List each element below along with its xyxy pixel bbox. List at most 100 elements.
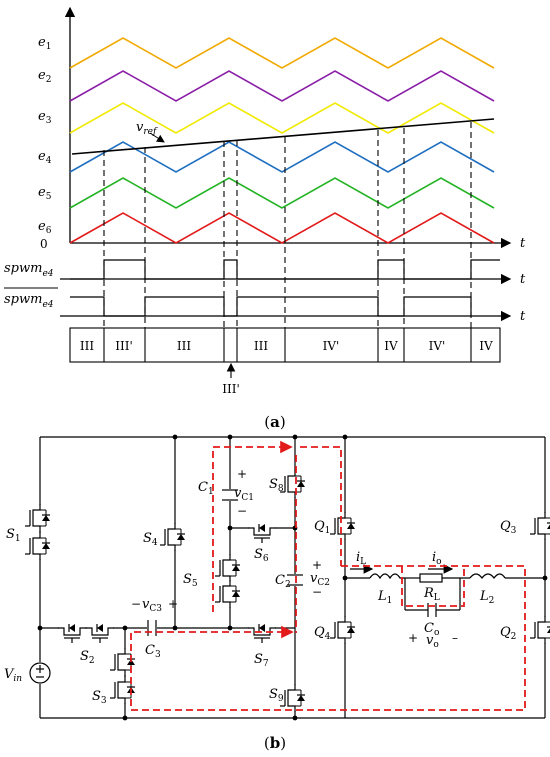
switch-s2-left <box>58 622 86 643</box>
signal-2-label: spwme4 <box>4 292 54 310</box>
junction <box>227 625 233 631</box>
label-s6: S6 <box>254 547 269 564</box>
switch-s4 <box>160 523 185 551</box>
carrier-labels: e1 e2 e3 e4 e5 e6 <box>38 35 52 236</box>
region-label: IV' <box>323 339 340 353</box>
load-resistor <box>419 573 443 583</box>
junction <box>292 434 298 440</box>
switch-s1-upper-diode <box>42 515 50 521</box>
switch-q4-diode <box>347 627 355 633</box>
switch-s8-gap <box>281 471 303 497</box>
carrier-label-e6: e6 <box>38 219 52 236</box>
label-c2: C2 <box>275 573 291 590</box>
capacitor-c1-gap <box>224 489 236 501</box>
switch-s1-lower <box>25 532 50 560</box>
time-label-1: t <box>520 236 526 251</box>
junction <box>37 625 43 631</box>
region-dividers <box>103 328 472 362</box>
label-vc3: vC3 <box>142 597 162 614</box>
capacitor-c1 <box>222 489 238 501</box>
capacitor-c3 <box>147 620 157 636</box>
switch-q4 <box>330 616 355 644</box>
panel-b-labels: Vin S1 S2 S3 S4 S5 S6 S7 S8 S9 Q1 Q4 Q3 … <box>4 467 517 752</box>
switch-s7-channel <box>248 627 276 636</box>
current-path-output <box>130 565 526 711</box>
switch-s3-lower-gap <box>111 677 133 703</box>
switch-s6 <box>248 522 276 543</box>
label-s9: S9 <box>269 687 284 704</box>
switch-q2 <box>530 616 550 644</box>
inductor-l2 <box>469 573 506 579</box>
label-s8: S8 <box>269 477 284 494</box>
switch-s1-upper-channel <box>32 504 41 532</box>
label-s5: S5 <box>183 572 198 589</box>
carrier-label-e1: e1 <box>38 35 51 52</box>
junction <box>122 625 128 631</box>
switch-s1-lower-channel <box>32 532 41 560</box>
switch-s6-gap <box>249 522 275 542</box>
switch-s2-right-gap <box>87 622 113 642</box>
switch-q1 <box>330 512 355 540</box>
label-c1: C1 <box>198 480 214 497</box>
vref-pointer-arrow <box>149 132 165 143</box>
time-labels: t t t <box>520 236 526 324</box>
switch-s2-right-diode <box>97 624 103 632</box>
switch-q2-gap <box>531 617 550 643</box>
switch-s6-diode <box>259 524 265 532</box>
switch-q3 <box>530 512 550 540</box>
junction <box>172 434 178 440</box>
region-label: IV <box>384 339 398 353</box>
current-path-load <box>401 566 465 607</box>
region-label: III <box>80 339 94 353</box>
label-co: Co <box>424 621 439 638</box>
switch-s5-upper-gap <box>216 555 238 581</box>
switch-s5-lower-gap <box>216 581 238 607</box>
label-s3: S3 <box>92 689 107 706</box>
label-s7: S7 <box>254 652 269 669</box>
capacitor-c3-gap <box>147 621 157 635</box>
switch-s9-diode <box>297 695 305 701</box>
carrier-label-e2: e2 <box>38 68 51 85</box>
junction <box>542 575 548 581</box>
switch-s9-channel <box>287 684 296 712</box>
switch-s2-right-channel <box>86 627 114 636</box>
switch-s3-lower-channel <box>117 676 126 704</box>
junction <box>227 434 233 440</box>
dashed-projections <box>103 122 472 328</box>
current-path <box>130 440 526 711</box>
carrier-wave-5 <box>69 177 495 209</box>
junctions <box>37 434 548 721</box>
switch-q1-channel <box>337 512 346 540</box>
label-c3-plus: + <box>168 597 178 611</box>
panel-a: t t t 0 e1 e2 e3 e4 e5 e6 vref <box>4 6 526 431</box>
switch-q1-diode <box>347 523 355 529</box>
label-c2-plus: + <box>312 558 322 572</box>
switch-s5-upper-diode <box>232 565 240 571</box>
label-il: iL <box>356 550 366 567</box>
carrier-wave-3 <box>69 102 495 134</box>
region-label: III <box>177 339 191 353</box>
label-l1: L1 <box>377 589 392 606</box>
junction <box>342 575 348 581</box>
capacitor-c2 <box>287 574 303 586</box>
region-pointer-label: III' <box>222 382 240 396</box>
switch-s1-lower-diode <box>42 543 50 549</box>
label-vo: vo <box>426 633 439 650</box>
carrier-wave-2 <box>69 70 495 102</box>
label-vc2: vC2 <box>310 571 330 588</box>
label-c1-plus: + <box>237 467 247 481</box>
switch-q4-gap <box>331 617 353 643</box>
caption-a: (a) <box>264 413 285 431</box>
switch-s5-lower-diode <box>232 591 240 597</box>
vref-line <box>71 118 495 155</box>
label-s4: S4 <box>143 531 158 548</box>
carrier-label-e3: e3 <box>38 109 52 126</box>
carrier-waves <box>69 37 495 244</box>
switch-s8 <box>280 470 305 498</box>
label-q4: Q4 <box>314 625 331 642</box>
switch-q2-channel <box>537 616 546 644</box>
switch-q4-channel <box>337 616 346 644</box>
switch-s9 <box>280 684 305 712</box>
label-c1-minus: − <box>237 504 247 518</box>
